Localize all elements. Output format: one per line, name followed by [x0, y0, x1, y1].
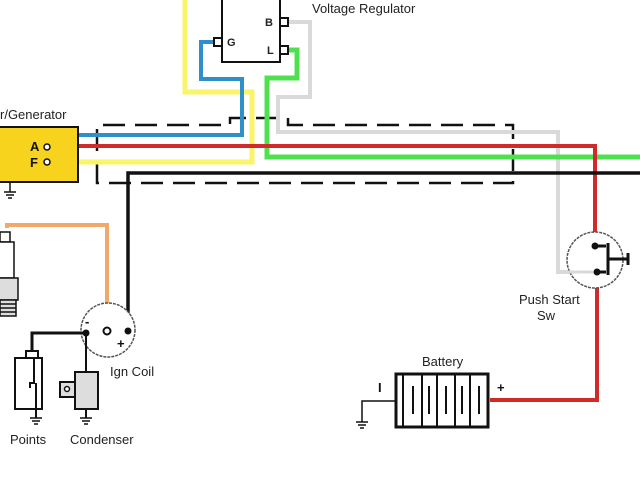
coil-minus-label: - [85, 314, 89, 329]
battery-plus-label: + [497, 380, 505, 395]
voltage-regulator-label: Voltage Regulator [312, 1, 416, 16]
ign-coil-label: Ign Coil [110, 364, 154, 379]
red-wire-battery [490, 273, 599, 402]
push-start-label-1: Push Start [519, 292, 580, 307]
push-start-switch[interactable] [558, 231, 630, 289]
ground-icon [4, 182, 16, 199]
generator-label: r/Generator [0, 107, 67, 122]
red-wire-main [47, 144, 597, 243]
generator: A F r/Generator [0, 107, 79, 199]
push-start-label-2: Sw [537, 308, 556, 323]
points-label: Points [10, 432, 47, 447]
terminal-g-label: G [227, 37, 236, 49]
terminal-a-label: A [30, 139, 40, 154]
terminal-l-label: L [267, 45, 274, 57]
points-icon [14, 350, 43, 425]
orange-wire [5, 223, 109, 328]
battery-label: Battery [422, 354, 464, 369]
green-wire [264, 47, 640, 160]
battery-icon [356, 372, 490, 429]
condenser-icon [59, 371, 99, 425]
voltage-regulator: B L G Voltage Regulator [213, 0, 416, 63]
spark-plug-icon [0, 231, 19, 317]
coil-plus-label: + [117, 336, 125, 351]
grey-wire [276, 20, 593, 274]
condenser-label: Condenser [70, 432, 134, 447]
terminal-f-label: F [30, 155, 38, 170]
yellow-wire [47, 0, 255, 165]
battery-minus-label: I [378, 380, 382, 395]
terminal-b-label: B [265, 17, 273, 29]
ignition-coil: - + Ign Coil [30, 302, 154, 379]
black-wire [126, 171, 640, 320]
harness-outline [95, 116, 515, 185]
